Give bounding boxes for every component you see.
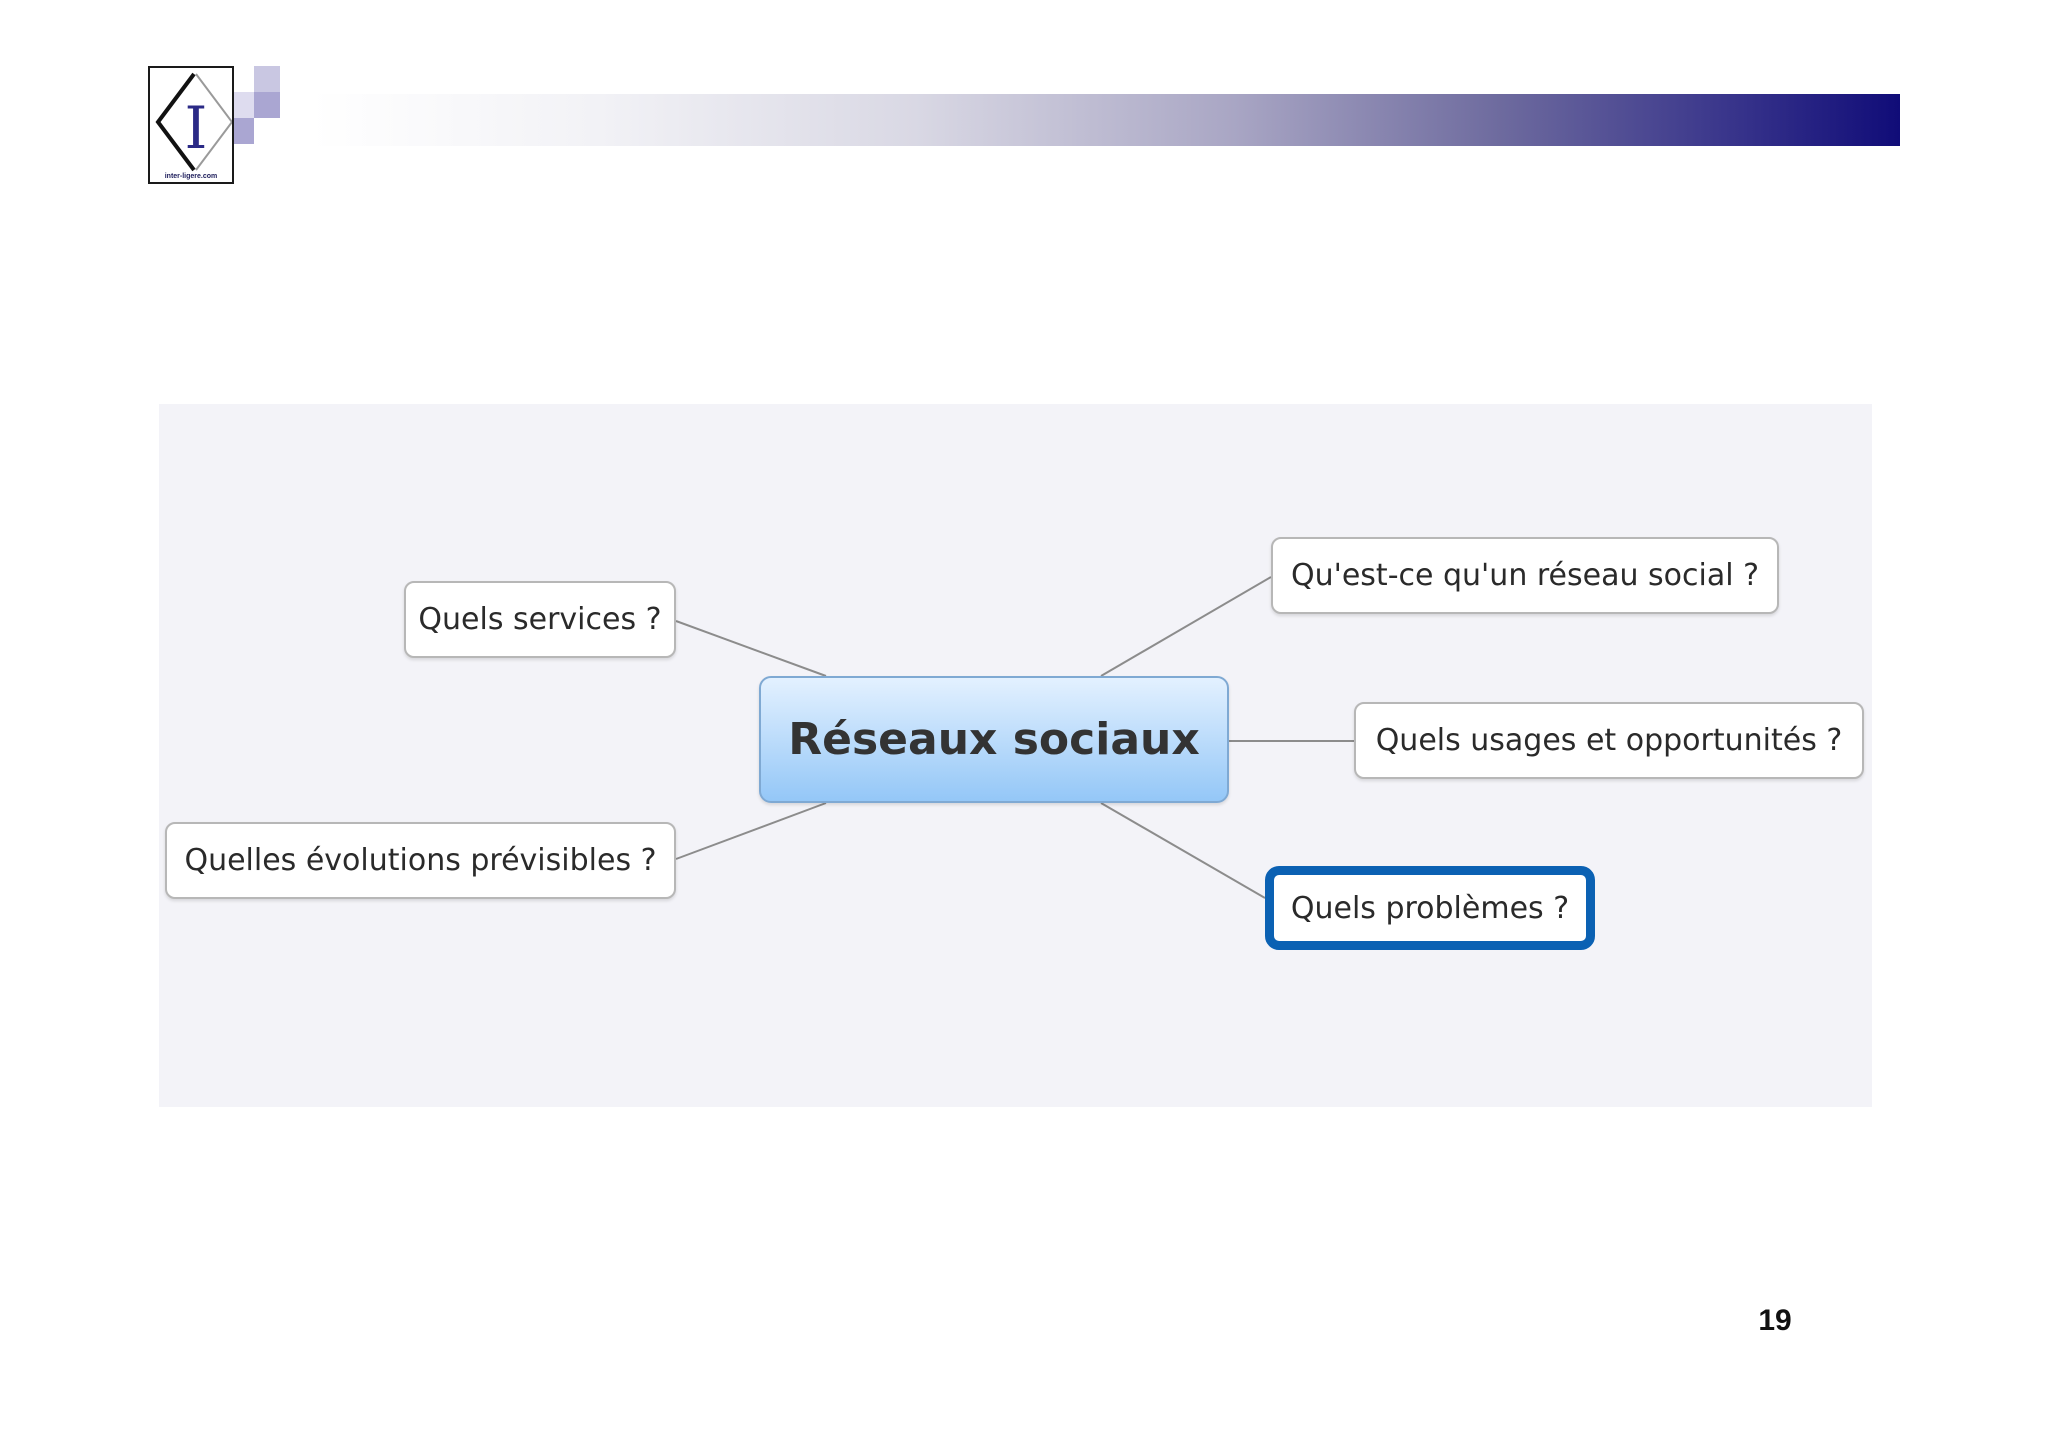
- logo-pixel-decoration: [234, 92, 254, 118]
- mind-map-panel: Quels services ? Qu'est-ce qu'un réseau …: [159, 404, 1872, 1107]
- connector-services: [675, 620, 827, 677]
- connector-problems: [1100, 802, 1266, 899]
- node-evolutions[interactable]: Quelles évolutions prévisibles ?: [165, 822, 676, 899]
- logo-mark-icon: I: [155, 72, 232, 172]
- node-what-is-social-network[interactable]: Qu'est-ce qu'un réseau social ?: [1271, 537, 1779, 614]
- node-services[interactable]: Quels services ?: [404, 581, 676, 658]
- connector-lines: [675, 576, 1354, 899]
- logo: I inter-ligere.com: [148, 66, 234, 184]
- logo-pixel-decoration: [254, 92, 280, 118]
- header-gradient-bar: [312, 94, 1900, 146]
- node-problems-selected[interactable]: Quels problèmes ?: [1265, 866, 1595, 950]
- logo-caption: inter-ligere.com: [164, 173, 218, 180]
- logo-pixel-decoration: [254, 66, 280, 92]
- connector-what-is: [1100, 576, 1272, 677]
- node-central-reseaux-sociaux[interactable]: Réseaux sociaux: [759, 676, 1229, 803]
- node-usages-opportunities[interactable]: Quels usages et opportunités ?: [1354, 702, 1864, 779]
- logo-pixel-decoration: [234, 118, 254, 144]
- svg-text:I: I: [185, 94, 208, 162]
- connector-evolutions: [675, 802, 827, 860]
- page-number: 19: [1758, 1304, 1792, 1337]
